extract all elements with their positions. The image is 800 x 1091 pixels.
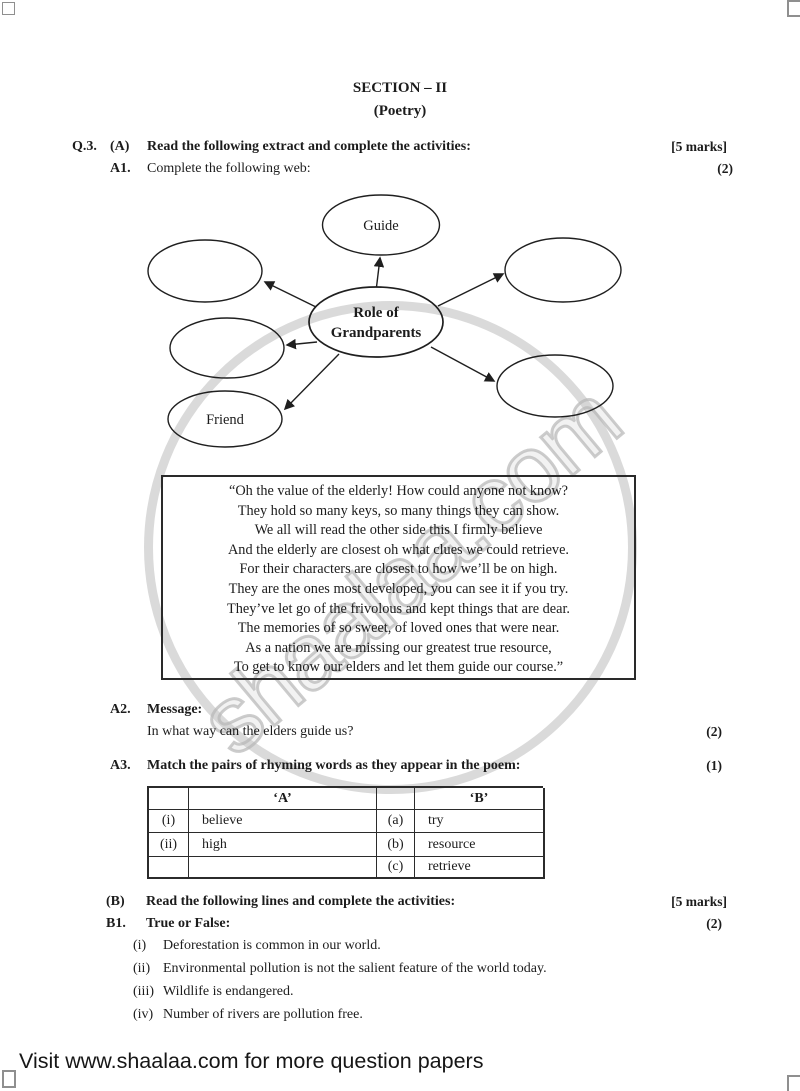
image-placeholder-icon-top-left (2, 2, 15, 15)
poem-line: They are the ones most developed, you ca… (228, 580, 569, 597)
true-false-item-text: Number of rivers are pollution free. (163, 1007, 363, 1022)
arrow-to-friend (283, 353, 340, 411)
rhyming-words-table: ‘A’ ‘B’ (i) believe (a) try (ii) high (b… (147, 786, 545, 879)
table-header-blank (377, 788, 415, 810)
poem-line: The memories of so sweet, of loved ones … (237, 620, 560, 637)
poem-line: As a nation we are missing our greatest … (245, 639, 552, 656)
oval-blank-upper-left (147, 239, 263, 303)
table-header-col-b: ‘B’ (415, 788, 545, 810)
activity-a1-number: A1. (110, 161, 131, 176)
part-b-marks: [5 marks] (671, 894, 727, 909)
poem-line: And the elderly are closest oh what clue… (227, 541, 569, 558)
arrow-to-mid-left (285, 338, 318, 350)
web-diagram: Guide Role of Grandparents Friend (147, 194, 622, 448)
true-false-item-num: (iv) (133, 1007, 154, 1022)
poem-line: We all will read the other side this I f… (254, 522, 543, 539)
table-cell-word-b: resource (415, 833, 545, 857)
activity-a1-instruction: Complete the following web: (147, 161, 311, 176)
table-cell-word-a: high (189, 833, 377, 857)
activity-a3-instruction: Match the pairs of rhyming words as they… (147, 758, 521, 773)
guide-oval-label: Guide (363, 218, 398, 234)
arrow-to-guide (373, 256, 385, 288)
true-false-item-num: (i) (133, 938, 147, 953)
true-false-item-text: Environmental pollution is not the salie… (163, 961, 547, 976)
table-header-blank (149, 788, 189, 810)
true-false-item-text: Deforestation is common in our world. (163, 938, 381, 953)
center-oval-label-line1: Role of (353, 305, 399, 321)
part-a-marks: [5 marks] (671, 139, 727, 154)
part-a-label: (A) (110, 139, 130, 154)
activity-a3-marks: (1) (706, 758, 722, 773)
section-title: SECTION – II (352, 80, 448, 96)
image-placeholder-icon-top-right (787, 0, 800, 17)
footer-note: Visit www.shaalaa.com for more question … (19, 1049, 484, 1073)
poem-line: To get to know our elders and let them g… (233, 659, 564, 676)
section-subtitle: (Poetry) (373, 103, 427, 119)
oval-blank-mid-left (169, 317, 285, 379)
activity-b1-marks: (2) (706, 916, 722, 931)
activity-a2-number: A2. (110, 702, 131, 717)
oval-blank-upper-right (504, 237, 622, 303)
activity-b1-number: B1. (106, 916, 126, 931)
table-cell-num-a (149, 857, 189, 879)
poem-extract-box: “Oh the value of the elderly! How could … (161, 475, 636, 680)
true-false-item-text: Wildlife is endangered. (163, 984, 294, 999)
table-cell-word-b: retrieve (415, 857, 545, 879)
poem-line: “Oh the value of the elderly! How could … (228, 483, 569, 499)
part-a-instruction: Read the following extract and complete … (147, 139, 471, 154)
watermark-circle (144, 301, 637, 794)
table-cell-num-b: (b) (377, 833, 415, 857)
arrow-to-upper-left (263, 281, 317, 308)
center-oval-label-line2: Grandparents (331, 325, 422, 341)
activity-a3-number: A3. (110, 758, 131, 773)
image-placeholder-icon-bottom-right (787, 1075, 800, 1091)
table-cell-num-b: (c) (377, 857, 415, 879)
question-number: Q.3. (72, 139, 97, 154)
activity-a1-marks: (2) (717, 161, 733, 176)
part-b-instruction: Read the following lines and complete th… (146, 894, 456, 909)
true-false-item-num: (iii) (133, 984, 154, 999)
table-cell-word-a: believe (189, 810, 377, 833)
poem-line: They hold so many keys, so many things t… (237, 502, 560, 519)
table-cell-word-a (189, 857, 377, 879)
activity-a2-question: In what way can the elders guide us? (147, 724, 354, 739)
poem-line: They’ve let go of the frivolous and kept… (226, 600, 571, 617)
arrow-to-upper-right (437, 273, 505, 307)
poem-line: For their characters are closest to how … (239, 561, 558, 578)
true-false-item-num: (ii) (133, 961, 151, 976)
table-cell-word-b: try (415, 810, 545, 833)
image-placeholder-icon-bottom-left (2, 1070, 16, 1088)
friend-oval-label: Friend (206, 412, 245, 428)
activity-b1-title: True or False: (146, 916, 231, 931)
table-cell-num-a: (i) (149, 810, 189, 833)
part-b-label: (B) (106, 894, 125, 909)
oval-friend (167, 390, 283, 448)
table-cell-num-a: (ii) (149, 833, 189, 857)
oval-blank-lower-right (496, 354, 614, 418)
oval-guide (321, 194, 441, 256)
table-cell-num-b: (a) (377, 810, 415, 833)
table-header-col-a: ‘A’ (189, 788, 377, 810)
activity-a2-title: Message: (147, 702, 203, 717)
arrow-to-lower-right (430, 346, 496, 382)
activity-a2-marks: (2) (706, 724, 722, 739)
oval-center-role-of-grandparents (308, 286, 444, 358)
